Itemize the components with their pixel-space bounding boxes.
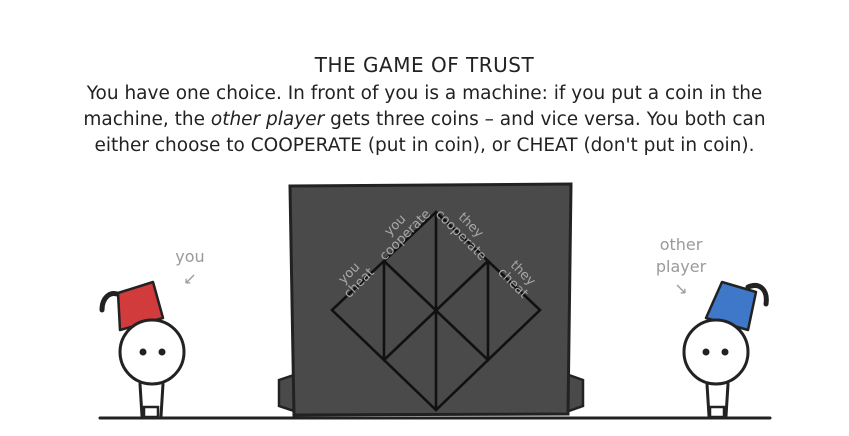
trust-machine[interactable]: youcheat youcooperate theycooperate they…: [277, 182, 585, 417]
player-other-legs: [705, 382, 730, 418]
game-title: THE GAME OF TRUST: [314, 53, 535, 77]
you-arrow-icon: ↙: [183, 269, 197, 288]
other-arrow-icon: ↘: [674, 279, 688, 298]
player-you: [99, 280, 186, 419]
fez-tassel-right: [745, 283, 769, 307]
blue-fez-hat: [704, 280, 758, 332]
player-you-label: you ↙: [168, 246, 212, 290]
other-label-line1: other: [659, 235, 703, 254]
player-you-head: [118, 318, 186, 386]
player-you-legs: [138, 382, 165, 418]
player-other-eye-right: [721, 348, 729, 356]
other-label-line2: player: [655, 257, 707, 276]
intro-emphasis: other player: [210, 109, 325, 130]
intro-part1: You have one choice. In front of you is …: [83, 83, 763, 130]
player-other-head: [682, 318, 750, 386]
player-other-label: other player ↘: [648, 234, 714, 300]
intro-part2: gets three coins – and vice versa. You b…: [94, 109, 766, 156]
player-other-feet: [708, 405, 726, 419]
you-label-text: you: [175, 247, 205, 266]
red-fez-hat: [116, 280, 165, 332]
payoff-diamond-grid: [330, 210, 542, 412]
machine-body: [288, 182, 573, 417]
player-you-feet: [142, 405, 160, 419]
player-you-eye-left: [139, 348, 147, 356]
player-other: [682, 280, 769, 419]
player-other-eye-left: [702, 348, 710, 356]
intro-text: You have one choice. In front of you is …: [60, 81, 789, 159]
player-you-eye-right: [158, 348, 166, 356]
